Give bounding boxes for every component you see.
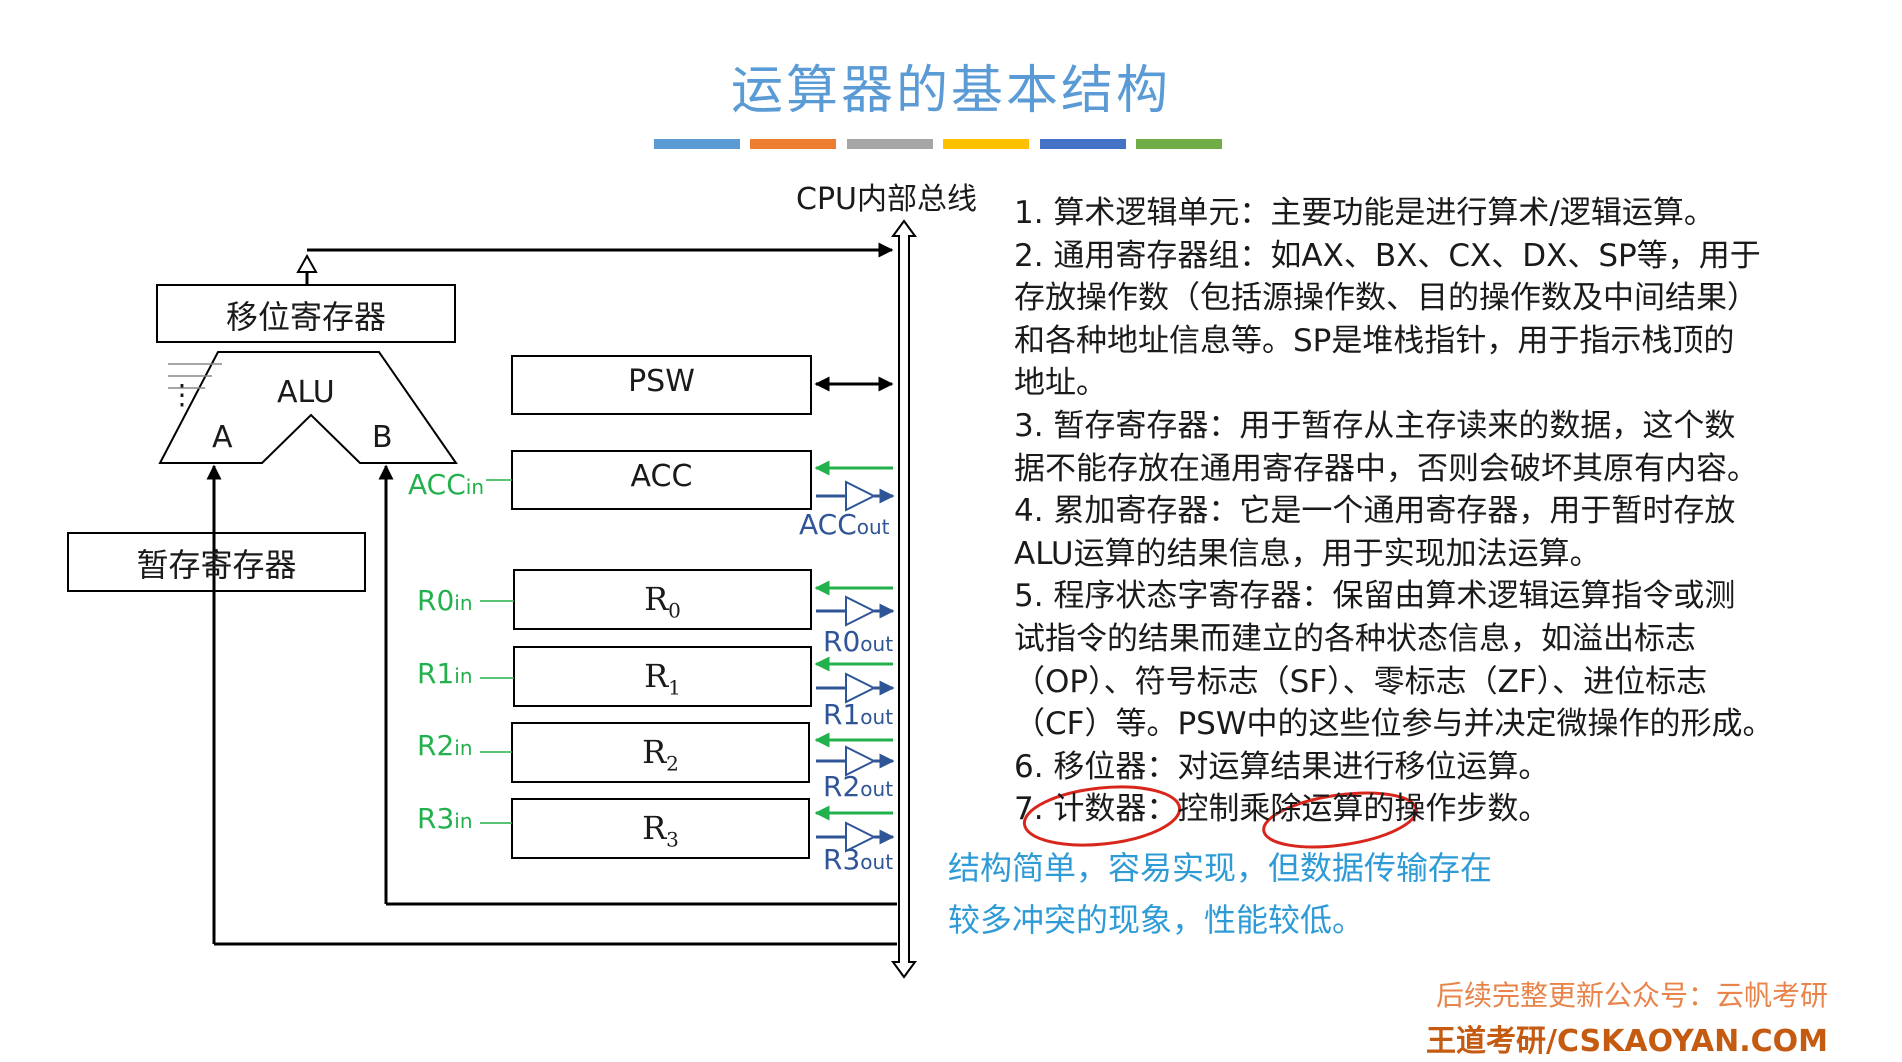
accent-bar-6 (1136, 139, 1222, 149)
r1-label: R1 (514, 657, 811, 699)
desc-line: 存放操作数（包括源操作数、目的操作数及中间结果） (1014, 280, 1758, 317)
desc-line: 6. 移位器：对运算结果进行移位运算。 (1014, 748, 1550, 785)
r0-out-gate (816, 595, 895, 627)
accent-bar-2 (750, 139, 836, 149)
alu-input-a-path (206, 464, 897, 946)
r1-box (513, 646, 812, 707)
acc-box (511, 450, 812, 510)
r0-out-sub: out (860, 632, 894, 656)
r2-label: R2 (512, 733, 809, 775)
alu-input-b-path (378, 464, 897, 906)
r1-in-signal: R1in (417, 657, 473, 690)
r3-out-text: R3 (823, 843, 861, 876)
alu-side-lines (168, 363, 222, 389)
temp-register-label: 暂存寄存器 (136, 546, 297, 584)
desc-line: 7. 计数器：控制乘除运算的操作步数。 (1014, 791, 1550, 828)
shift-output-path (296, 242, 894, 285)
r2-subscript: 2 (666, 751, 679, 776)
r1-out-signal: R1out (823, 698, 893, 731)
r2-in-text: R2 (417, 729, 455, 762)
alu-shape (158, 351, 458, 464)
r3-in-text: R3 (417, 802, 455, 835)
r2-name: R (642, 733, 667, 771)
desc-line: 试指令的结果而建立的各种状态信息，如溢出标志 (1014, 620, 1696, 657)
r2-out-signal: R2out (823, 770, 893, 803)
r3-out-gate (816, 821, 895, 853)
r1-in-text: R1 (417, 657, 455, 690)
acc-label: ACC (630, 459, 693, 494)
alu-dots: ⋮ (168, 378, 196, 411)
r3-name: R (642, 809, 667, 847)
accent-bar-4 (943, 139, 1029, 149)
desc-line: （CF）等。PSW中的这些位参与并决定微操作的形成。 (1014, 706, 1774, 743)
r1-out-gate (816, 672, 895, 704)
desc-line: ALU运算的结果信息，用于实现加法运算。 (1014, 535, 1601, 572)
footer-site: 王道考研/CSKAOYAN.COM (1426, 1024, 1828, 1059)
bus-label: CPU内部总线 (796, 182, 977, 217)
r2-in-signal: R2in (417, 729, 473, 762)
page-title: 运算器的基本结构 (730, 61, 1171, 121)
desc-line: 据不能存放在通用寄存器中，否则会破坏其原有内容。 (1014, 450, 1758, 487)
component-description: 1. 算术逻辑单元：主要功能是进行算术/逻辑运算。 2. 通用寄存器组：如AX、… (1014, 192, 1874, 831)
r0-label: R0 (514, 580, 811, 622)
accent-bar-5 (1040, 139, 1126, 149)
r1-out-text: R1 (823, 698, 861, 731)
alu-input-a-label: A (212, 420, 233, 455)
cpu-internal-bus (891, 219, 917, 979)
r1-name: R (644, 657, 669, 695)
r3-in-sub: in (454, 809, 473, 833)
desc-line: 和各种地址信息等。SP是堆栈指针，用于指示栈顶的 (1014, 322, 1735, 359)
accent-bar-3 (847, 139, 933, 149)
r3-out-sub: out (860, 850, 894, 874)
acc-in-sub: in (465, 475, 484, 499)
r2-out-text: R2 (823, 770, 861, 803)
desc-line: 地址。 (1014, 365, 1107, 402)
r3-subscript: 3 (666, 827, 679, 852)
desc-line: 5. 程序状态字寄存器：保留由算术逻辑运算指令或测 (1014, 578, 1736, 615)
desc-line: 4. 累加寄存器：它是一个通用寄存器，用于暂时存放 (1014, 493, 1736, 530)
r0-name: R (644, 580, 669, 618)
r0-out-signal: R0out (823, 625, 893, 658)
note-line: 结构简单，容易实现，但数据传输存在 (948, 849, 1493, 887)
r3-out-signal: R3out (823, 843, 893, 876)
shift-register-label: 移位寄存器 (225, 298, 386, 336)
acc-out-gate (816, 480, 895, 512)
acc-in-text: ACC (408, 468, 466, 501)
r1-subscript: 1 (668, 675, 681, 700)
r0-box (513, 569, 812, 630)
r0-in-text: R0 (417, 584, 455, 617)
r1-out-sub: out (860, 705, 894, 729)
red-annotation-circles (1022, 785, 1418, 849)
summary-note: 结构简单，容易实现，但数据传输存在 较多冲突的现象，性能较低。 (948, 842, 1492, 946)
r3-label: R3 (512, 809, 809, 851)
note-line: 较多冲突的现象，性能较低。 (948, 901, 1365, 939)
r0-in-signal: R0in (417, 584, 473, 617)
footer-wechat: 后续完整更新公众号：云帆考研 (1435, 979, 1828, 1012)
psw-box (511, 355, 812, 415)
r2-out-gate (816, 745, 895, 777)
r3-in-signal: R3in (417, 802, 473, 835)
alu-label: ALU (277, 375, 335, 410)
acc-out-signal: ACCout (799, 508, 890, 541)
desc-line: （OP）、符号标志（SF）、零标志（ZF）、进位标志 (1014, 663, 1708, 700)
temp-register-box (67, 532, 366, 592)
r0-subscript: 0 (668, 598, 681, 623)
r0-in-sub: in (454, 591, 473, 615)
psw-label: PSW (628, 364, 695, 399)
alu-input-b-label: B (372, 420, 393, 455)
acc-out-text: ACC (799, 508, 857, 541)
shift-register-box (156, 284, 456, 343)
r2-in-sub: in (454, 736, 473, 760)
desc-line: 3. 暂存寄存器：用于暂存从主存读来的数据，这个数 (1014, 407, 1736, 444)
r3-box (511, 798, 810, 859)
desc-line: 1. 算术逻辑单元：主要功能是进行算术/逻辑运算。 (1014, 195, 1715, 231)
acc-out-sub: out (856, 515, 890, 539)
desc-line: 2. 通用寄存器组：如AX、BX、CX、DX、SP等，用于 (1014, 237, 1761, 274)
accent-bar-1 (654, 139, 740, 149)
r2-out-sub: out (860, 777, 894, 801)
r0-out-text: R0 (823, 625, 861, 658)
acc-in-signal: ACCin (408, 468, 484, 501)
r1-in-sub: in (454, 664, 473, 688)
